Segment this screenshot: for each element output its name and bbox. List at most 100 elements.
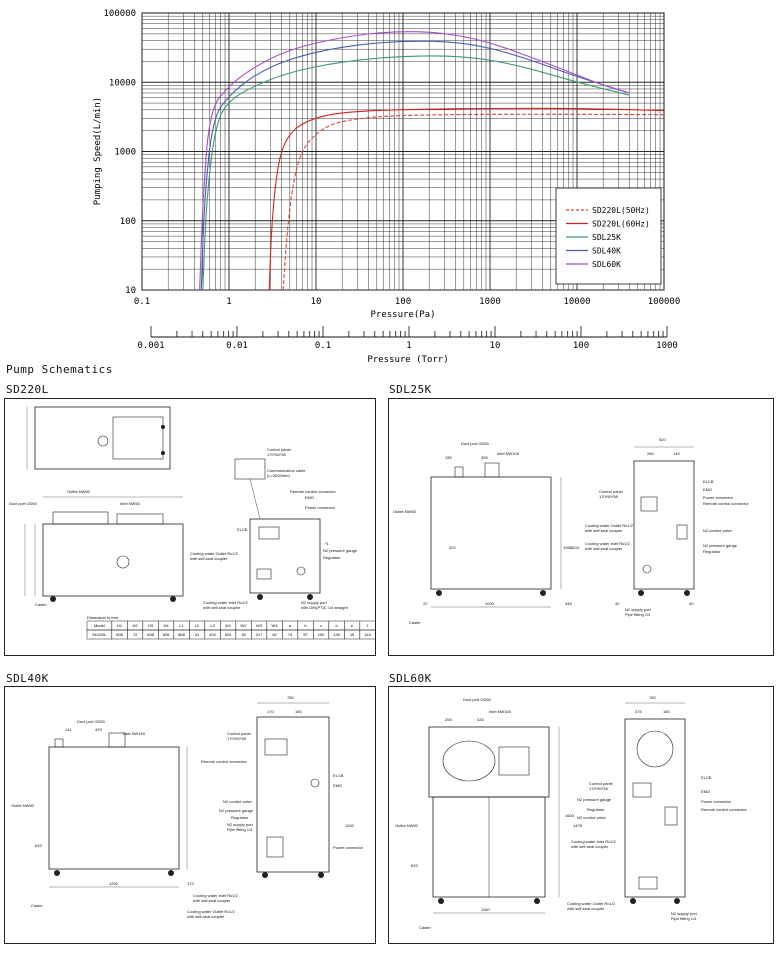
dimension-value: 1000 — [485, 601, 495, 606]
dimension-value: 170 — [267, 709, 274, 714]
sdl60k-booster-pump — [442, 740, 496, 782]
dimension-value: 22 — [423, 601, 428, 606]
dimension-value: 355 — [481, 455, 488, 460]
cw-inlet-sub: with self-seal coupler — [585, 546, 623, 551]
n2-valve-label: N2 control valve — [703, 528, 732, 533]
table-cell-border — [359, 629, 375, 640]
control-panel-label: Control panel — [599, 489, 623, 494]
legend-label: SD220L(50Hz) — [592, 206, 650, 215]
dimension-value: 345 — [565, 601, 572, 606]
sdl25k-panel — [640, 496, 658, 512]
sdl60k-upper-frame — [428, 726, 550, 798]
legend: SD220L(50Hz)SD220L(60Hz)SDL25KSDL40KSDL6… — [555, 187, 662, 285]
sdl25k-connector — [676, 524, 688, 540]
sdl60k-connector — [664, 806, 678, 826]
table-header: f — [367, 623, 369, 628]
power-connector-label: Power connector — [305, 505, 336, 510]
cw-inlet-label: Cooling water Inlet Rc1/2 — [203, 600, 248, 605]
control-panel-size: 170*50*38 — [599, 494, 618, 499]
dimension-value: 1200 — [345, 823, 355, 828]
caster — [50, 596, 56, 602]
sdl25k-schematic-frame: Duct port OD50 Inlet NW100 Outlet NW50 C… — [388, 398, 774, 656]
emo-label: EMO — [333, 783, 342, 788]
table-cell: 626 — [163, 632, 170, 637]
x-tick-label: 10000 — [563, 297, 590, 307]
remote-connector-label: Remote control connector — [703, 501, 749, 506]
caster — [262, 872, 268, 878]
y-tick-label: 10 — [125, 286, 136, 296]
torr-tick-label: 0.1 — [315, 341, 331, 351]
table-header: H4 — [163, 623, 169, 628]
x-axis-title: Pressure(Pa) — [370, 310, 435, 320]
sdl60k-booster-side — [636, 730, 674, 768]
table-cell: 41 — [195, 632, 200, 637]
sd220l-schematic-frame: Outlet NW50 Duct port OD50 Inlet NW50 Co… — [4, 398, 376, 656]
control-panel-label: Control panel — [589, 781, 613, 786]
caster-label: Caster — [35, 602, 47, 607]
control-panel-label: Control panel — [267, 447, 291, 452]
table-cell: 74 — [288, 632, 293, 637]
x-tick-label: 10 — [311, 297, 322, 307]
legend-items: SD220L(50Hz)SD220L(60Hz)SDL25KSDL40KSDL6… — [566, 206, 650, 269]
table-header: L3 — [210, 623, 215, 628]
cw-outlet-label: Cooling water Outlet Rc1/2 — [585, 523, 634, 528]
table-cell: 638 — [147, 632, 154, 637]
table-cell: 217 — [256, 632, 263, 637]
torr-tick-label: 0.01 — [226, 341, 248, 351]
dimension-value: 141 — [65, 727, 72, 732]
dimension-value: 429 — [95, 727, 102, 732]
table-header: W1 — [225, 623, 232, 628]
sdl25k-duct — [454, 466, 464, 478]
y-tick-label: 100000 — [103, 9, 136, 19]
outlet-label: Outlet NW50 — [67, 489, 91, 494]
sdl40k-valve-block — [266, 836, 284, 858]
sd220l-gauge — [296, 566, 306, 576]
regulator-label: Regulator — [231, 815, 249, 820]
sdl40k-inlet — [108, 732, 126, 748]
dimension-value: 1200 — [109, 881, 119, 886]
series-line — [199, 31, 630, 291]
x-tick-label: 100000 — [648, 297, 681, 307]
caster — [307, 594, 313, 600]
series-group — [199, 31, 665, 291]
sd220l-fan-symbol — [116, 555, 130, 569]
sd220l-top-view — [34, 406, 171, 470]
table-header: H1 — [117, 623, 123, 628]
table-cell: 152 — [318, 632, 325, 637]
sdl40k-schematic-frame: Duct port OD50 Inlet NW160 Outlet NW50 C… — [4, 686, 376, 944]
outlet-label: Outlet NW50 — [393, 509, 417, 514]
caster — [674, 898, 680, 904]
power-connector-label: Power connector — [703, 495, 734, 500]
sdl25k-inlet — [484, 462, 500, 478]
caster — [54, 870, 60, 876]
n2-supply-sub: Pipe fitting 1/4 — [671, 916, 697, 921]
legend-label: SDL60K — [592, 260, 621, 269]
dimension-value: 40 — [615, 601, 620, 606]
torr-tick-label: 1000 — [656, 341, 678, 351]
table-cell: 130 — [333, 632, 340, 637]
caster-label: Caster — [409, 620, 421, 625]
sdl60k-drawing: Duct port OD50 Inlet NW160 Outlet NW50 C… — [395, 695, 747, 930]
inlet-label: Inlet NW160 — [489, 709, 512, 714]
sdl25k-gauge — [642, 564, 652, 574]
dimension-value: 633 — [411, 863, 418, 868]
dimension-value: 780 — [287, 695, 294, 700]
caster — [257, 594, 263, 600]
sdl60k-motor — [498, 746, 530, 776]
cw-inlet-sub: with self-seal coupler — [203, 605, 241, 610]
elcb-label: ELCB — [703, 479, 714, 484]
sd220l-bolt — [161, 425, 165, 429]
cw-outlet-label: Cooling water Outlet Rc1/2 — [567, 901, 616, 906]
table-header: e — [351, 623, 354, 628]
n2-supply-sub: Pipe fitting 1/4 — [227, 827, 253, 832]
legend-label: SDL25K — [592, 233, 621, 242]
dimension-value: 633 — [35, 843, 42, 848]
sdl25k-side-view — [633, 460, 695, 590]
n2-gauge-label: N2 pressure gauge — [219, 808, 254, 813]
sdl25k-front-view — [430, 476, 552, 590]
caster — [638, 590, 644, 596]
